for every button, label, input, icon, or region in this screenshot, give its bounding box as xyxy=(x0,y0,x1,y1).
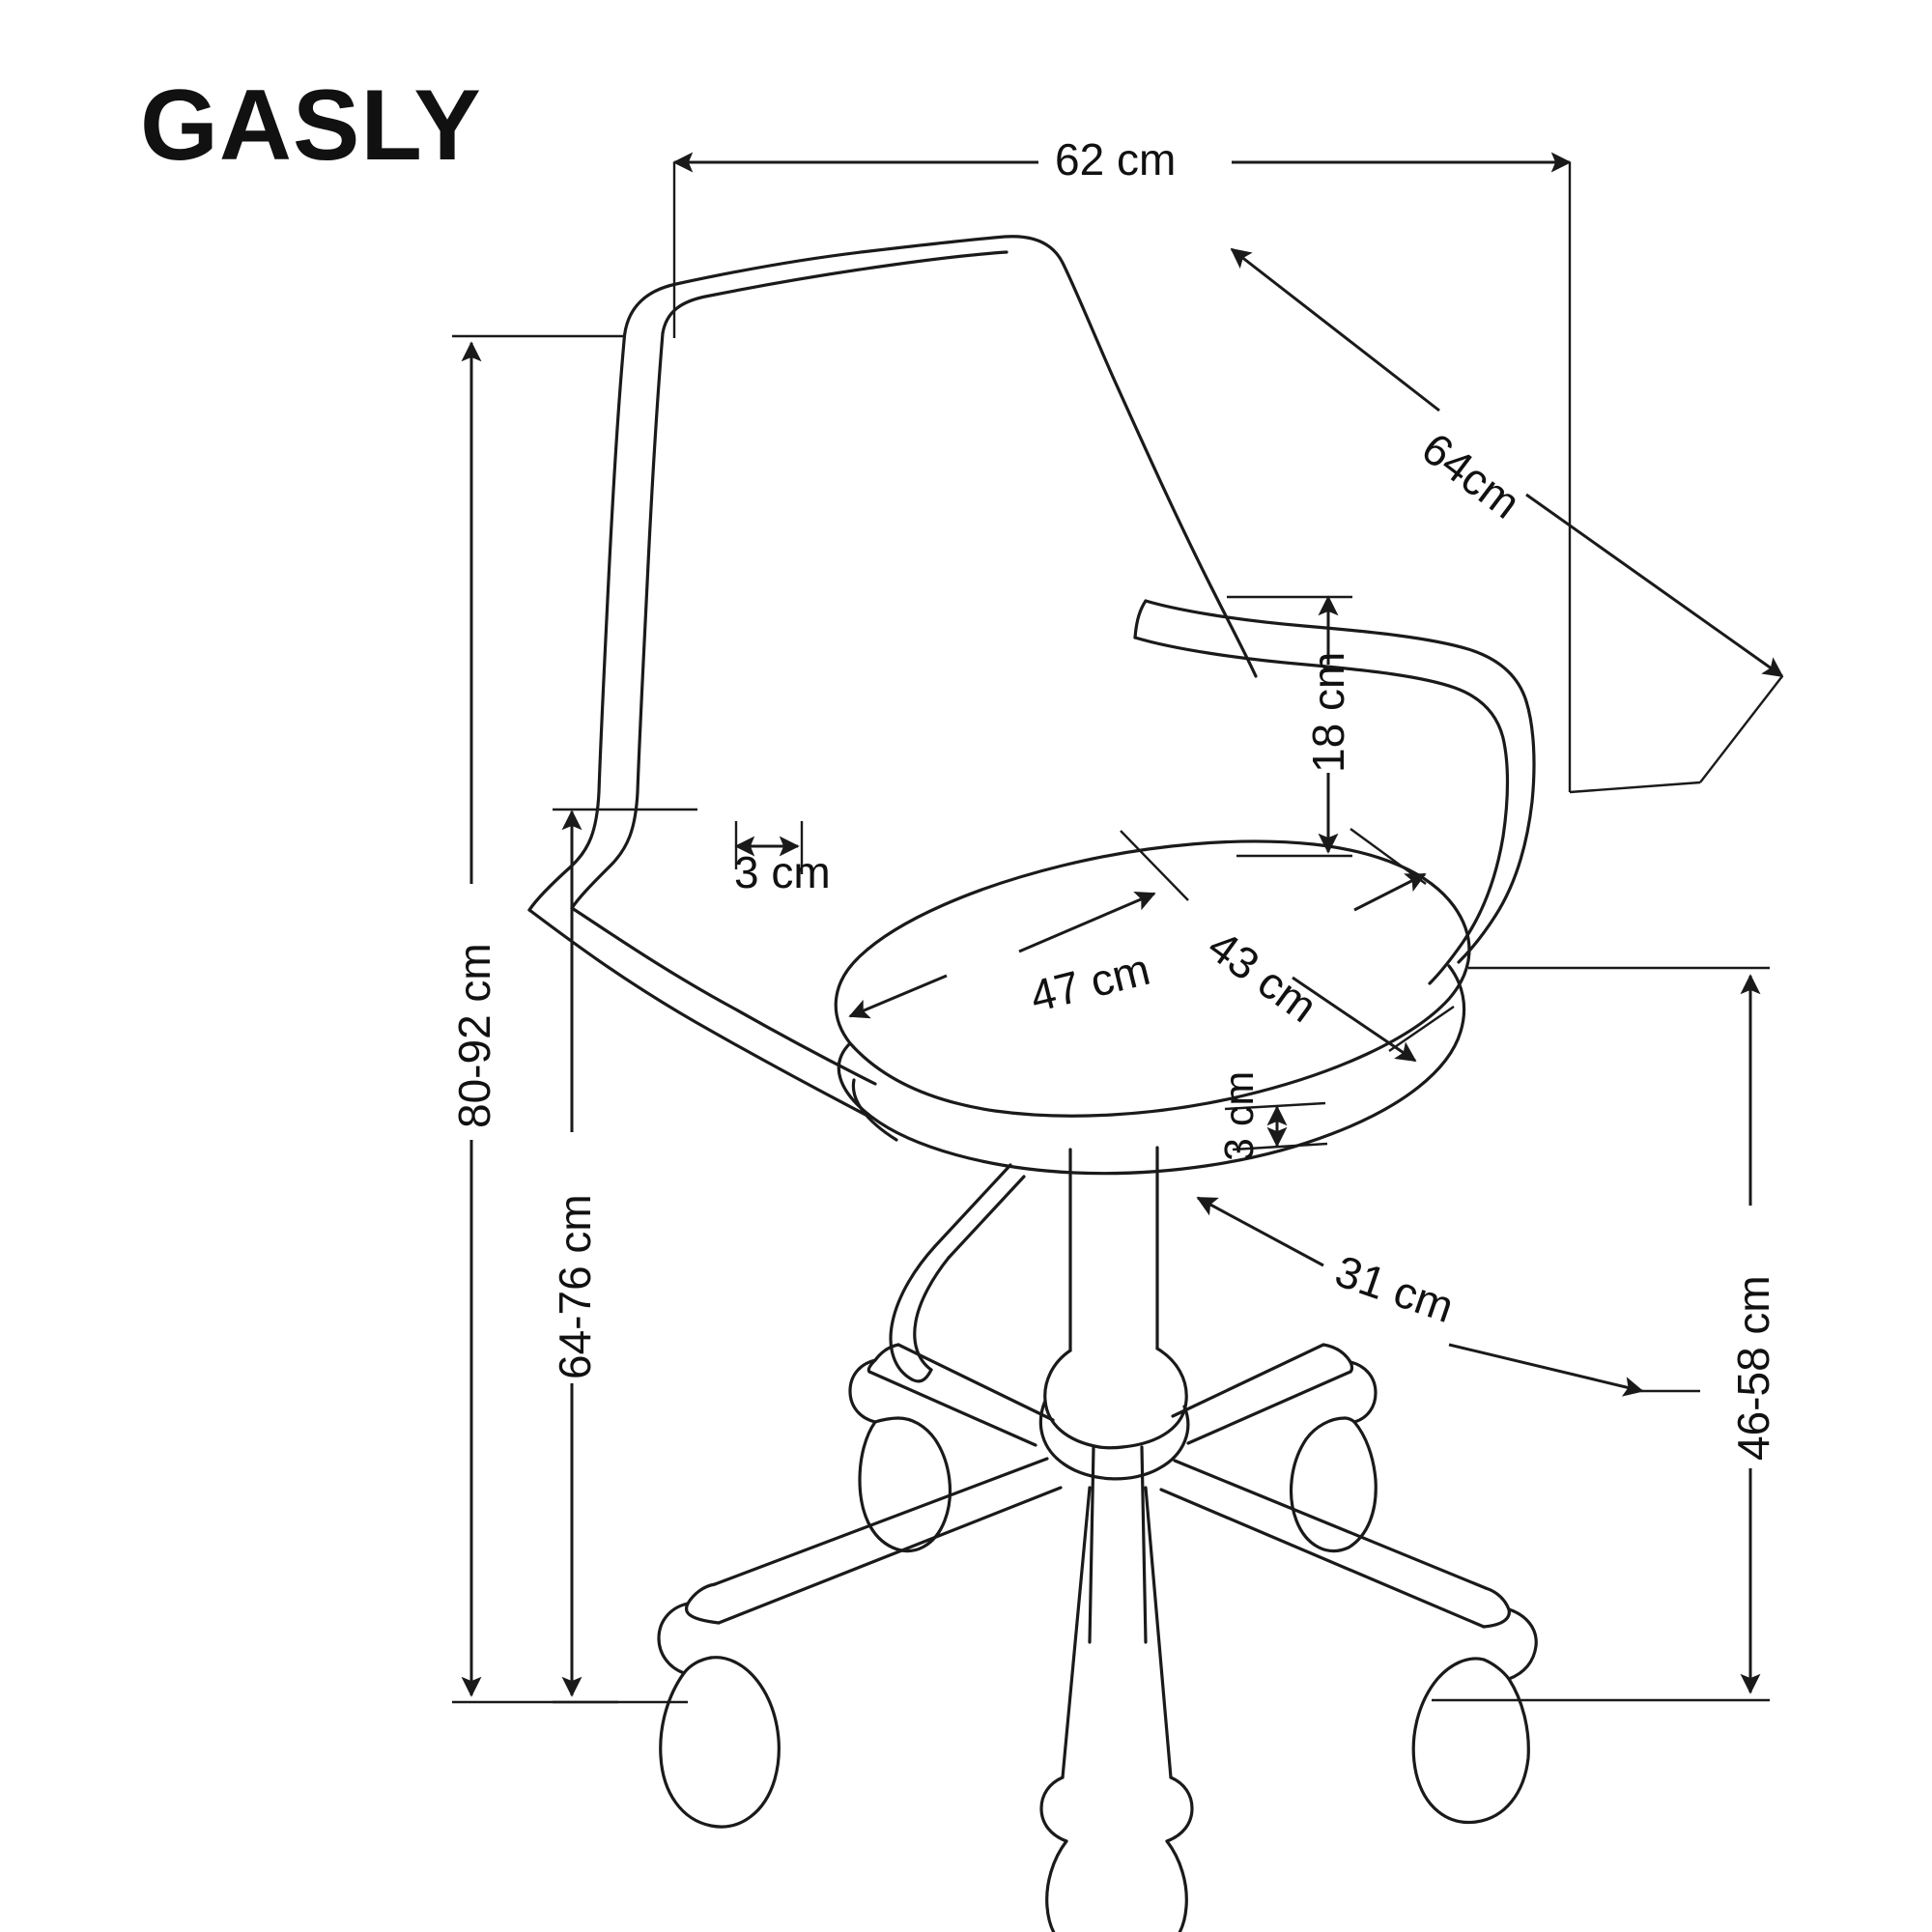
height-adjust-lever xyxy=(889,1163,1026,1383)
dim-base-radius xyxy=(1196,1196,1700,1397)
dim-overall-width xyxy=(672,152,1572,792)
backrest-outline xyxy=(527,235,1258,912)
dimension-lines xyxy=(452,152,1784,1704)
seat-outline xyxy=(834,839,1471,1176)
caster-right-back xyxy=(1289,1360,1378,1553)
dim-label-overall-width: 62 cm xyxy=(1055,134,1177,185)
gas-lift-cylinder xyxy=(1043,1146,1188,1644)
caster-right-front xyxy=(1411,1607,1538,1825)
dim-label-backrest-height: 64-76 cm xyxy=(550,1194,600,1379)
product-title: GASLY xyxy=(140,70,482,182)
dim-seat-height xyxy=(1432,966,1770,1702)
base-star xyxy=(684,1343,1511,1779)
dim-label-seat-height: 46-58 cm xyxy=(1728,1275,1778,1461)
dim-label-backrest-thickness: 3 cm xyxy=(734,847,831,897)
dim-backrest-thickness xyxy=(734,821,804,874)
dim-overall-depth xyxy=(1230,247,1784,794)
caster-left-front xyxy=(657,1602,781,1829)
dim-seat-depth xyxy=(1292,828,1455,1063)
caster-center-front xyxy=(1039,1776,1194,1932)
backrest-inner-outline xyxy=(570,250,1009,910)
seat-shell-connection xyxy=(527,906,877,1119)
dim-label-total-height: 80-92 cm xyxy=(449,943,499,1128)
caster-left-back xyxy=(848,1358,952,1553)
dim-seat-thickness xyxy=(1224,1101,1328,1151)
dim-backrest-height xyxy=(553,808,697,1704)
dim-seat-width xyxy=(848,830,1189,1019)
dim-label-seat-thickness: 3 cm xyxy=(1216,1070,1263,1161)
dim-armrest-height xyxy=(1227,595,1352,858)
dim-label-armrest-height: 18 cm xyxy=(1303,651,1353,773)
armrest-outline xyxy=(1133,599,1536,985)
